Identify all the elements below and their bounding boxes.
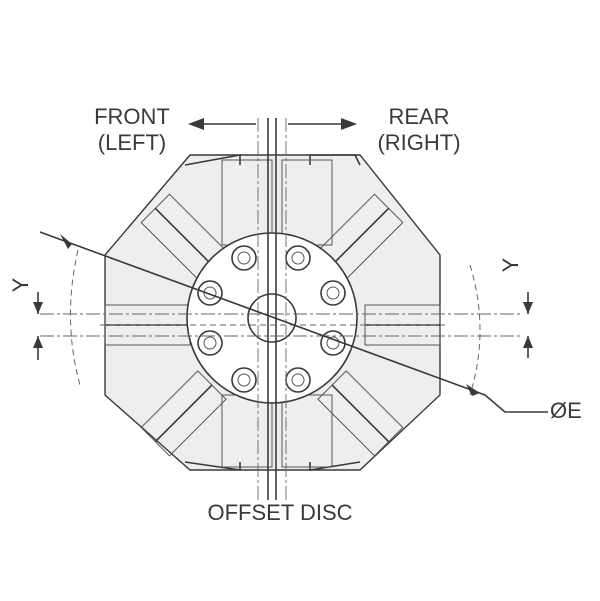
rear-label: REAR (RIGHT) [364,104,474,156]
bolt-hole [231,367,257,393]
bolt-hole [320,280,346,306]
diameter-leader [39,231,548,413]
diameter-label: ØE [550,398,582,423]
y-dimension-right [523,292,533,358]
offset-disc-label: OFFSET DISC [207,500,353,525]
y-left-label: Y [8,277,33,293]
y-right-label: Y [498,257,523,273]
center-lines [40,118,520,500]
bolt-hole [231,245,257,271]
offset-disc [186,232,358,404]
direction-arrows [188,118,357,130]
bolt-hole [197,280,223,306]
y-dimension-left [33,292,43,360]
front-label: FRONT (LEFT) [82,104,182,156]
rear-label-line2: (RIGHT) [377,130,461,155]
front-label-line2: (LEFT) [97,130,167,155]
bolt-hole [197,330,223,356]
front-label-line1: FRONT [94,104,170,129]
clearance-arcs [70,249,481,396]
rear-label-line1: REAR [388,104,450,129]
